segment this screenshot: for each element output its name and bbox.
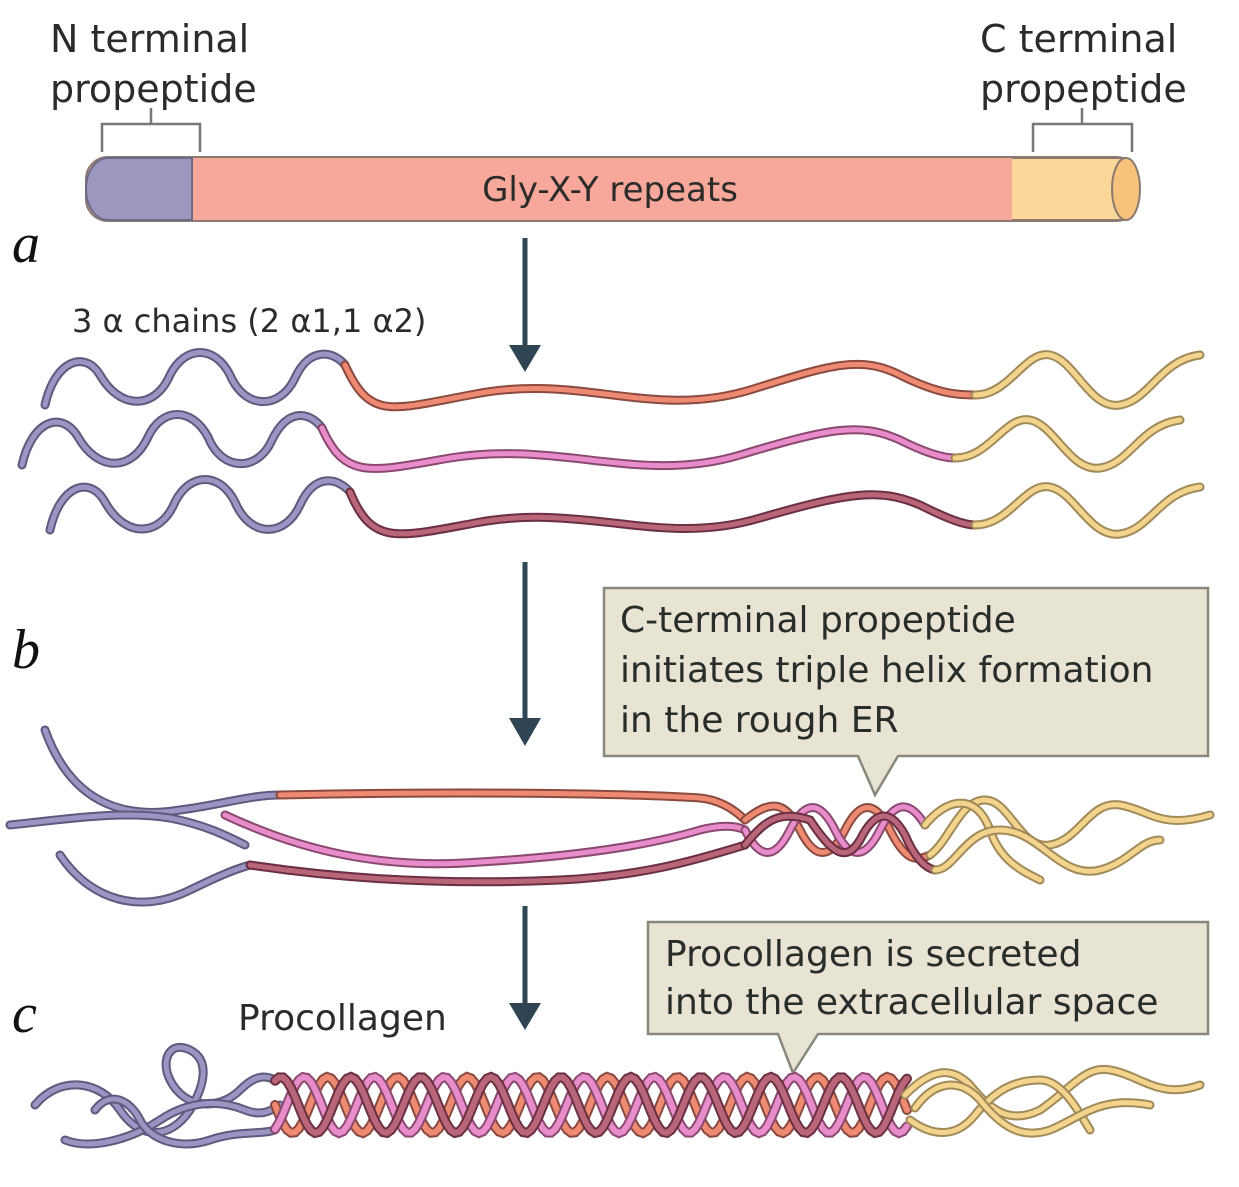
arrow-c	[509, 906, 541, 1030]
callout-b-line3: in the rough ER	[620, 700, 899, 741]
c-propeptide-segment	[1012, 158, 1130, 220]
c-terminal-label-line1: C terminal	[980, 17, 1177, 61]
n-terminal-label-line2: propeptide	[50, 67, 257, 111]
c-terminal-bracket	[1031, 108, 1134, 152]
callout-b-line1: C-terminal propeptide	[620, 600, 1016, 641]
helix-initiation-chains	[5, 725, 1215, 907]
procollagen-braid	[270, 1071, 912, 1139]
callout-c: Procollagen is secreted into the extrace…	[646, 920, 1210, 1076]
braid-strand-alpha2	[272, 1073, 910, 1137]
callout-c-line1: Procollagen is secreted	[665, 934, 1081, 975]
braid-strand-alpha1-a	[272, 1073, 910, 1137]
gly-x-y-label: Gly-X-Y repeats	[482, 170, 738, 210]
arrow-a	[509, 238, 541, 372]
n-terminal-bracket	[100, 108, 202, 152]
n-terminal-label-line1: N terminal	[50, 17, 249, 61]
step-letter-c: c	[12, 983, 37, 1045]
chains-label: 3 α chains (2 α1,1 α2)	[72, 302, 426, 340]
n-propeptide-segment	[84, 157, 193, 221]
c-terminal-label-line2: propeptide	[980, 67, 1187, 111]
alpha-chains	[17, 348, 1205, 539]
alpha-chain-3	[45, 475, 1205, 539]
propeptide-schematic: N terminal propeptide C terminal propept…	[50, 17, 1187, 222]
c-propeptide-cap	[1111, 157, 1141, 221]
step-letter-a: a	[12, 213, 40, 275]
alpha-chain-2	[17, 410, 1185, 473]
callout-b-line2: initiates triple helix formation	[620, 650, 1154, 691]
braid-strand-alpha1-b	[272, 1073, 910, 1137]
callout-b-box	[602, 586, 1210, 798]
alpha-chain-1	[40, 348, 1205, 412]
callout-b: C-terminal propeptide initiates triple h…	[602, 586, 1210, 798]
arrow-b	[509, 562, 541, 746]
procollagen-triple-helix	[30, 1042, 1205, 1149]
callout-c-box	[646, 920, 1210, 1076]
step-letter-b: b	[12, 619, 40, 681]
callout-c-line2: into the extracellular space	[665, 982, 1158, 1023]
procollagen-label: Procollagen	[238, 998, 447, 1039]
